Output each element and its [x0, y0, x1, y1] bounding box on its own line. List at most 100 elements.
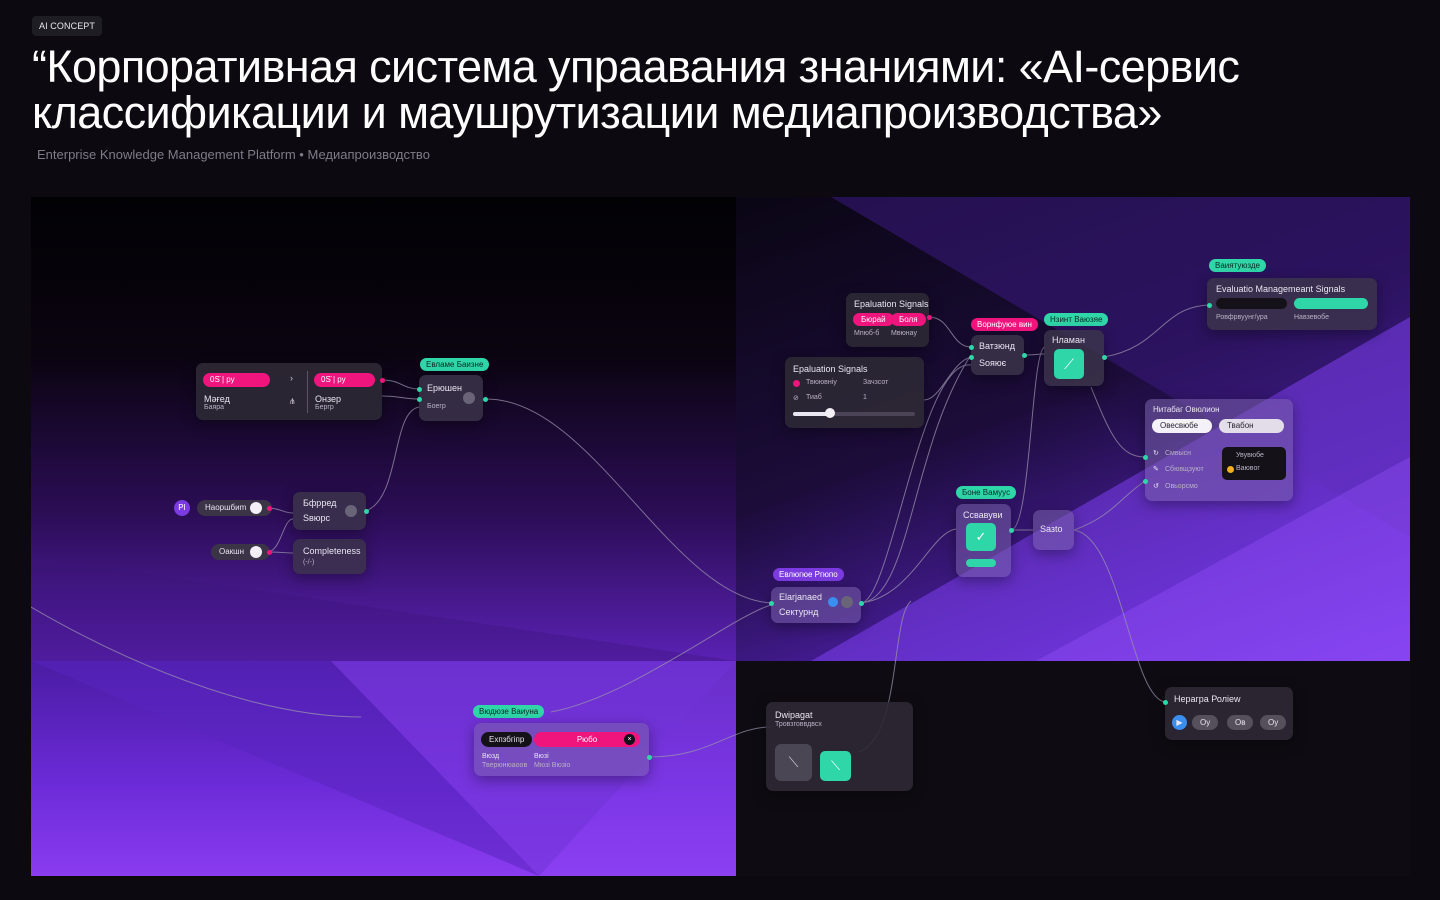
grey-knob[interactable]: [841, 596, 853, 608]
eval-signals-top-node[interactable]: Epaluation Signals Бюрай Боля Мпюб-б Мвю…: [846, 293, 929, 347]
port[interactable]: [1207, 303, 1212, 308]
port[interactable]: [364, 509, 369, 514]
port[interactable]: [859, 601, 864, 606]
input-bar-right[interactable]: 0Ѕ̈ | ру: [314, 373, 375, 387]
tag-icon: ⊘: [793, 395, 799, 402]
human-title: Нламан: [1052, 335, 1085, 345]
eval-pill-line1: Elarjanaed: [779, 592, 823, 602]
close-icon[interactable]: ×: [624, 734, 635, 745]
play-icon[interactable]: ▶: [1172, 715, 1187, 730]
edit-icon[interactable]: ⟍: [820, 751, 851, 781]
port[interactable]: [647, 755, 652, 760]
overview-title: Нитабаг Овюлион: [1153, 405, 1220, 414]
record-icon: [793, 380, 800, 387]
blue-knob[interactable]: [828, 597, 838, 607]
eval-panel-title: Epaluation Signals: [793, 364, 868, 374]
port[interactable]: [380, 378, 385, 383]
human-overview-node[interactable]: Нитабаг Овюлион Овесвюбе Твабон ↻ Смвысн…: [1145, 399, 1293, 501]
human-node[interactable]: Нламан ⟋: [1044, 330, 1104, 386]
slider-fill: [793, 412, 830, 416]
slider-track[interactable]: [793, 412, 915, 416]
link-icon[interactable]: ⋔: [289, 397, 296, 406]
evaluation-small-node[interactable]: Ерюшен Боегр: [419, 375, 483, 421]
review-chip-1[interactable]: Оу: [1192, 715, 1219, 730]
export-node[interactable]: Ехпзбгіпр Рюбо × Вюзд Тверюнюаоов Вюзі М…: [474, 723, 649, 776]
handle-chip-2-knob[interactable]: [250, 546, 262, 558]
evaluation-mgmt-node[interactable]: Evaluatio Managemeant Signals Ровфрвуунг…: [1207, 278, 1377, 330]
edit-icon[interactable]: ⟍: [775, 744, 812, 781]
eval-mgmt-badge: Ваиятуюзде: [1209, 259, 1266, 272]
confidence-title: Ссвавуви: [963, 510, 1003, 520]
undo-icon: ↺: [1153, 483, 1159, 490]
eval-panel-row2-right: 1: [863, 394, 867, 401]
input-right-label: Онзер: [315, 394, 342, 404]
port[interactable]: [267, 506, 272, 511]
human-review-node[interactable]: Нерагра Ролiew ▶ Оу Ов Оу: [1165, 687, 1293, 740]
review-chip-2[interactable]: Ов: [1227, 715, 1254, 730]
overview-item-1: Смвысн: [1165, 450, 1191, 457]
port[interactable]: [969, 355, 974, 360]
port[interactable]: [1143, 479, 1148, 484]
eval-pill-node[interactable]: Elarjanaed Сектурнд: [771, 587, 861, 623]
review-chip-3[interactable]: Оу: [1260, 715, 1287, 730]
overview-dark-2: Ваювог: [1236, 465, 1260, 472]
eval-top-title: Epaluation Signals: [854, 299, 929, 309]
export-left-label: Вюзд: [482, 753, 500, 760]
eval-panel-row2-left: Тиаб: [806, 394, 822, 401]
handle-chip-1-knob[interactable]: [250, 502, 262, 514]
completeness-node[interactable]: Completeness (-/-): [293, 539, 366, 574]
eval-top-chip-1[interactable]: Бюрай: [853, 313, 894, 326]
port[interactable]: [267, 550, 272, 555]
chevron-right-icon[interactable]: ›: [290, 373, 293, 383]
input-left-label: Мәғед: [204, 394, 230, 404]
slider-knob[interactable]: [824, 408, 835, 418]
eval-mgmt-dark-bar[interactable]: [1216, 298, 1287, 309]
handle-icon[interactable]: PI: [174, 500, 190, 516]
export-pink-chip[interactable]: Рюбо: [534, 732, 640, 747]
routing-line2: Sояює: [979, 358, 1007, 368]
overview-chip-1[interactable]: Овесвюбе: [1152, 419, 1212, 433]
port[interactable]: [927, 315, 932, 320]
edit-icon[interactable]: ⟋: [1054, 349, 1084, 379]
port[interactable]: [1009, 528, 1014, 533]
overview-chip-2[interactable]: Твабон: [1219, 419, 1284, 433]
port[interactable]: [417, 387, 422, 392]
input-pair-node[interactable]: 0Ѕ̈ | ру › Мәғед Баяра ⋔ 0Ѕ̈ | ру Онзер …: [196, 363, 382, 420]
port[interactable]: [1022, 353, 1027, 358]
suite-node[interactable]: Sазtо: [1033, 510, 1074, 550]
toggle-knob[interactable]: [463, 392, 475, 404]
dialog-node[interactable]: Dwipagat Тровзговвдвсх ⟍ ⟍: [766, 702, 913, 791]
port[interactable]: [1163, 700, 1168, 705]
workflow-canvas: 0Ѕ̈ | ру › Мәғед Баяра ⋔ 0Ѕ̈ | ру Онзер …: [31, 197, 1410, 876]
eval-signals-panel[interactable]: Epaluation Signals Твюювніу Зачзсот ⊘ Ти…: [785, 357, 924, 428]
port[interactable]: [969, 345, 974, 350]
routing-line1: Ватзюнд: [979, 341, 1016, 351]
port[interactable]: [1102, 355, 1107, 360]
routing-badge: Ворнфуюе вин: [971, 318, 1038, 331]
panel-top-left: [31, 197, 736, 661]
export-right-label: Вюзі: [534, 753, 549, 760]
routing-node[interactable]: Ватзюнд Sояює: [971, 335, 1024, 375]
overview-dark-card[interactable]: Увувюбе Ваювог: [1222, 447, 1286, 480]
eval-mgmt-title: Evaluatio Managemeant Signals: [1216, 284, 1346, 294]
panel-bottom-left: [31, 661, 736, 876]
signals-mid-node[interactable]: Бфрред Sвюрс: [293, 492, 366, 530]
check-icon[interactable]: ✓: [966, 523, 996, 551]
eval-top-chip-2[interactable]: Боля: [891, 313, 926, 326]
confidence-bar[interactable]: [966, 559, 996, 567]
port[interactable]: [1143, 455, 1148, 460]
port[interactable]: [483, 397, 488, 402]
signals-mid-knob[interactable]: [345, 505, 357, 517]
port[interactable]: [417, 397, 422, 402]
input-bar-left[interactable]: 0Ѕ̈ | ру: [203, 373, 270, 387]
confidence-node[interactable]: Ссвавуви ✓: [956, 504, 1011, 577]
eval-mgmt-teal-bar[interactable]: [1294, 298, 1368, 309]
export-dark-chip[interactable]: Ехпзбгіпр: [481, 732, 533, 747]
overview-item-3: Овьорсмо: [1165, 483, 1198, 490]
human-badge: Нзинт Ваюзяе: [1044, 313, 1109, 326]
concept-tag: AI CONCEPT: [32, 16, 103, 36]
suite-label: Sазtо: [1040, 524, 1063, 534]
completeness-line1: Completeness: [303, 546, 361, 556]
review-title: Нерагра Ролiew: [1174, 694, 1241, 704]
port[interactable]: [769, 601, 774, 606]
